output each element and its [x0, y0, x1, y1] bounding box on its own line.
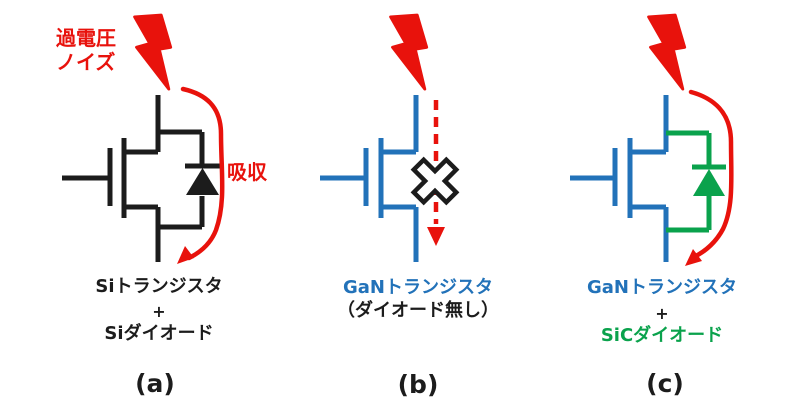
gan-transistor-symbol: [320, 95, 419, 262]
panel-b-label: (b): [397, 370, 439, 399]
absorb-arrowhead: [685, 249, 702, 266]
panel-c-graphics: [570, 13, 734, 266]
panel-a-caption-line1: Siトランジスタ: [95, 276, 223, 297]
lightning-icon: [647, 13, 687, 91]
panel-a-graphics: [62, 13, 225, 264]
overvoltage-noise-label: 過電圧 ノイズ: [56, 26, 116, 75]
panel-b-graphics: [320, 13, 460, 262]
panel-b-caption-line2: （ダイオード無し）: [337, 300, 499, 321]
panel-c-caption-line3: SiCダイオード: [600, 325, 724, 346]
si-transistor-symbol: [62, 95, 161, 262]
blocked-arrowhead: [427, 227, 445, 246]
panel-c-caption-line1: GaNトランジスタ: [587, 277, 737, 298]
panel-a-caption-line3: Siダイオード: [104, 323, 214, 344]
sic-diode-symbol: [666, 130, 726, 233]
lightning-icon: [389, 13, 429, 91]
noise-label-line2: ノイズ: [56, 50, 116, 75]
gan-transistor-symbol: [570, 95, 669, 262]
si-diode-symbol: [158, 129, 220, 230]
panel-a-label: (a): [135, 369, 175, 398]
noise-label-line1: 過電圧: [56, 26, 116, 50]
panel-a-caption-plus: +: [152, 302, 166, 321]
blocked-path-arrow: [427, 100, 445, 246]
panel-c-caption-plus: +: [655, 304, 669, 323]
absorb-label: 吸収: [227, 160, 267, 184]
si-diode-triangle: [186, 168, 219, 195]
panel-c-label: (c): [646, 369, 684, 398]
panel-b-caption-line1: GaNトランジスタ: [343, 277, 493, 298]
absorb-arrow: [685, 89, 734, 266]
sic-diode-triangle: [693, 169, 725, 196]
absorb-arrowhead: [177, 246, 194, 264]
lightning-icon: [133, 13, 173, 91]
absorb-arrow: [177, 86, 225, 264]
x-cross-icon: [410, 156, 460, 206]
